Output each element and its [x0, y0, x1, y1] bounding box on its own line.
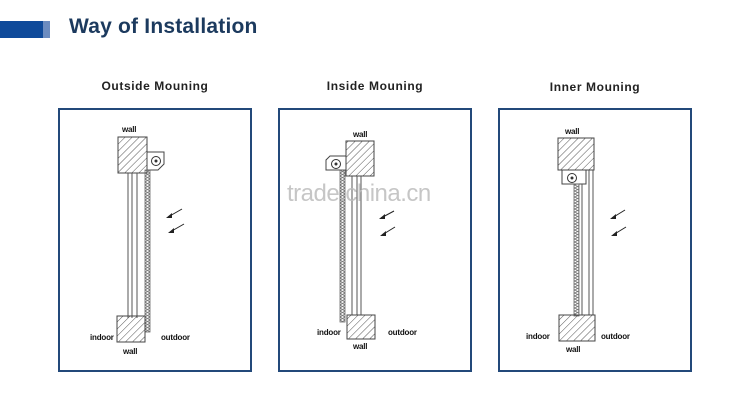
label-indoor: indoor [526, 332, 550, 341]
diagram-panel-outside: wall indoor outdoor wall [58, 108, 252, 372]
title-accent-bar-light [43, 21, 50, 38]
label-top-wall: wall [565, 127, 580, 136]
label-bottom-wall: wall [123, 347, 138, 356]
label-indoor: indoor [90, 333, 114, 342]
outside-mounting-diagram [116, 136, 185, 343]
inside-mounting-diagram [325, 140, 396, 340]
page-title: Way of Installation [69, 15, 258, 38]
diagram-panel-inner: wall indoor outdoor wall [498, 108, 692, 372]
label-bottom-wall: wall [566, 345, 581, 354]
inner-mounting-diagram [557, 137, 627, 342]
title-accent-bar [0, 21, 43, 38]
panel-label-inside: Inside Mouning [326, 79, 424, 93]
label-bottom-wall: wall [353, 342, 368, 351]
panel-label-outside: Outside Mouning [101, 79, 209, 93]
label-indoor: indoor [317, 328, 341, 337]
label-outdoor: outdoor [601, 332, 630, 341]
label-top-wall: wall [353, 130, 368, 139]
label-top-wall: wall [122, 125, 137, 134]
panel-label-inner: Inner Mouning [549, 80, 641, 94]
label-outdoor: outdoor [388, 328, 417, 337]
diagram-panel-inside: wall indoor outdoor wall [278, 108, 472, 372]
label-outdoor: outdoor [161, 333, 190, 342]
watermark-text: trade.china.cn [287, 180, 431, 207]
